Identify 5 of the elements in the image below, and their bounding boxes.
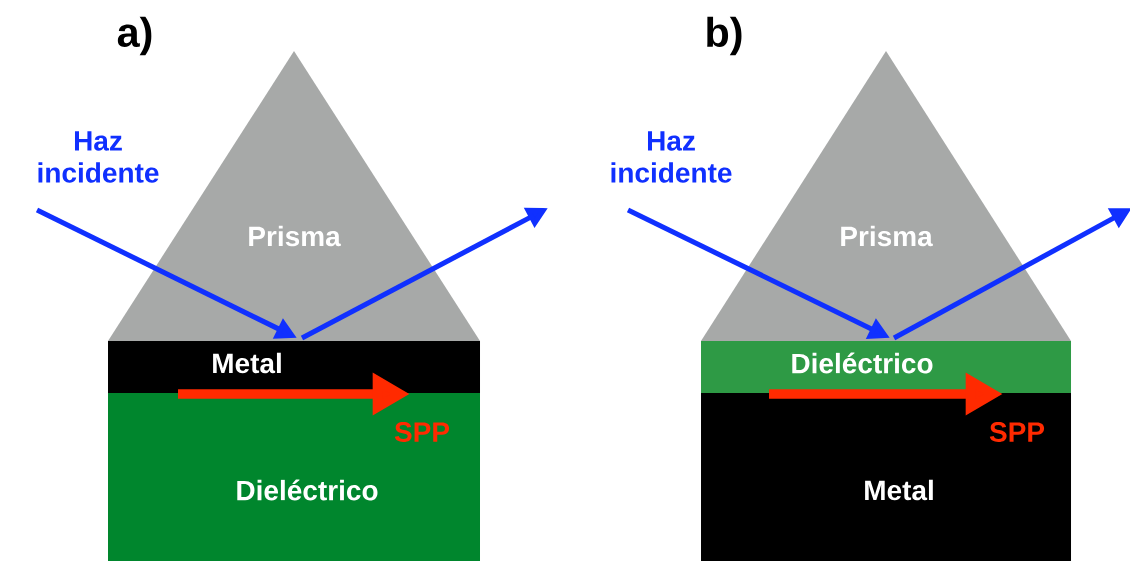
spp-label: SPP — [989, 422, 1045, 442]
spp-label: SPP — [394, 422, 450, 442]
light-beam-arrow — [892, 208, 1130, 341]
metal-layer: Metal — [108, 341, 480, 393]
dielectric-layer: Dieléctrico — [701, 341, 1071, 393]
